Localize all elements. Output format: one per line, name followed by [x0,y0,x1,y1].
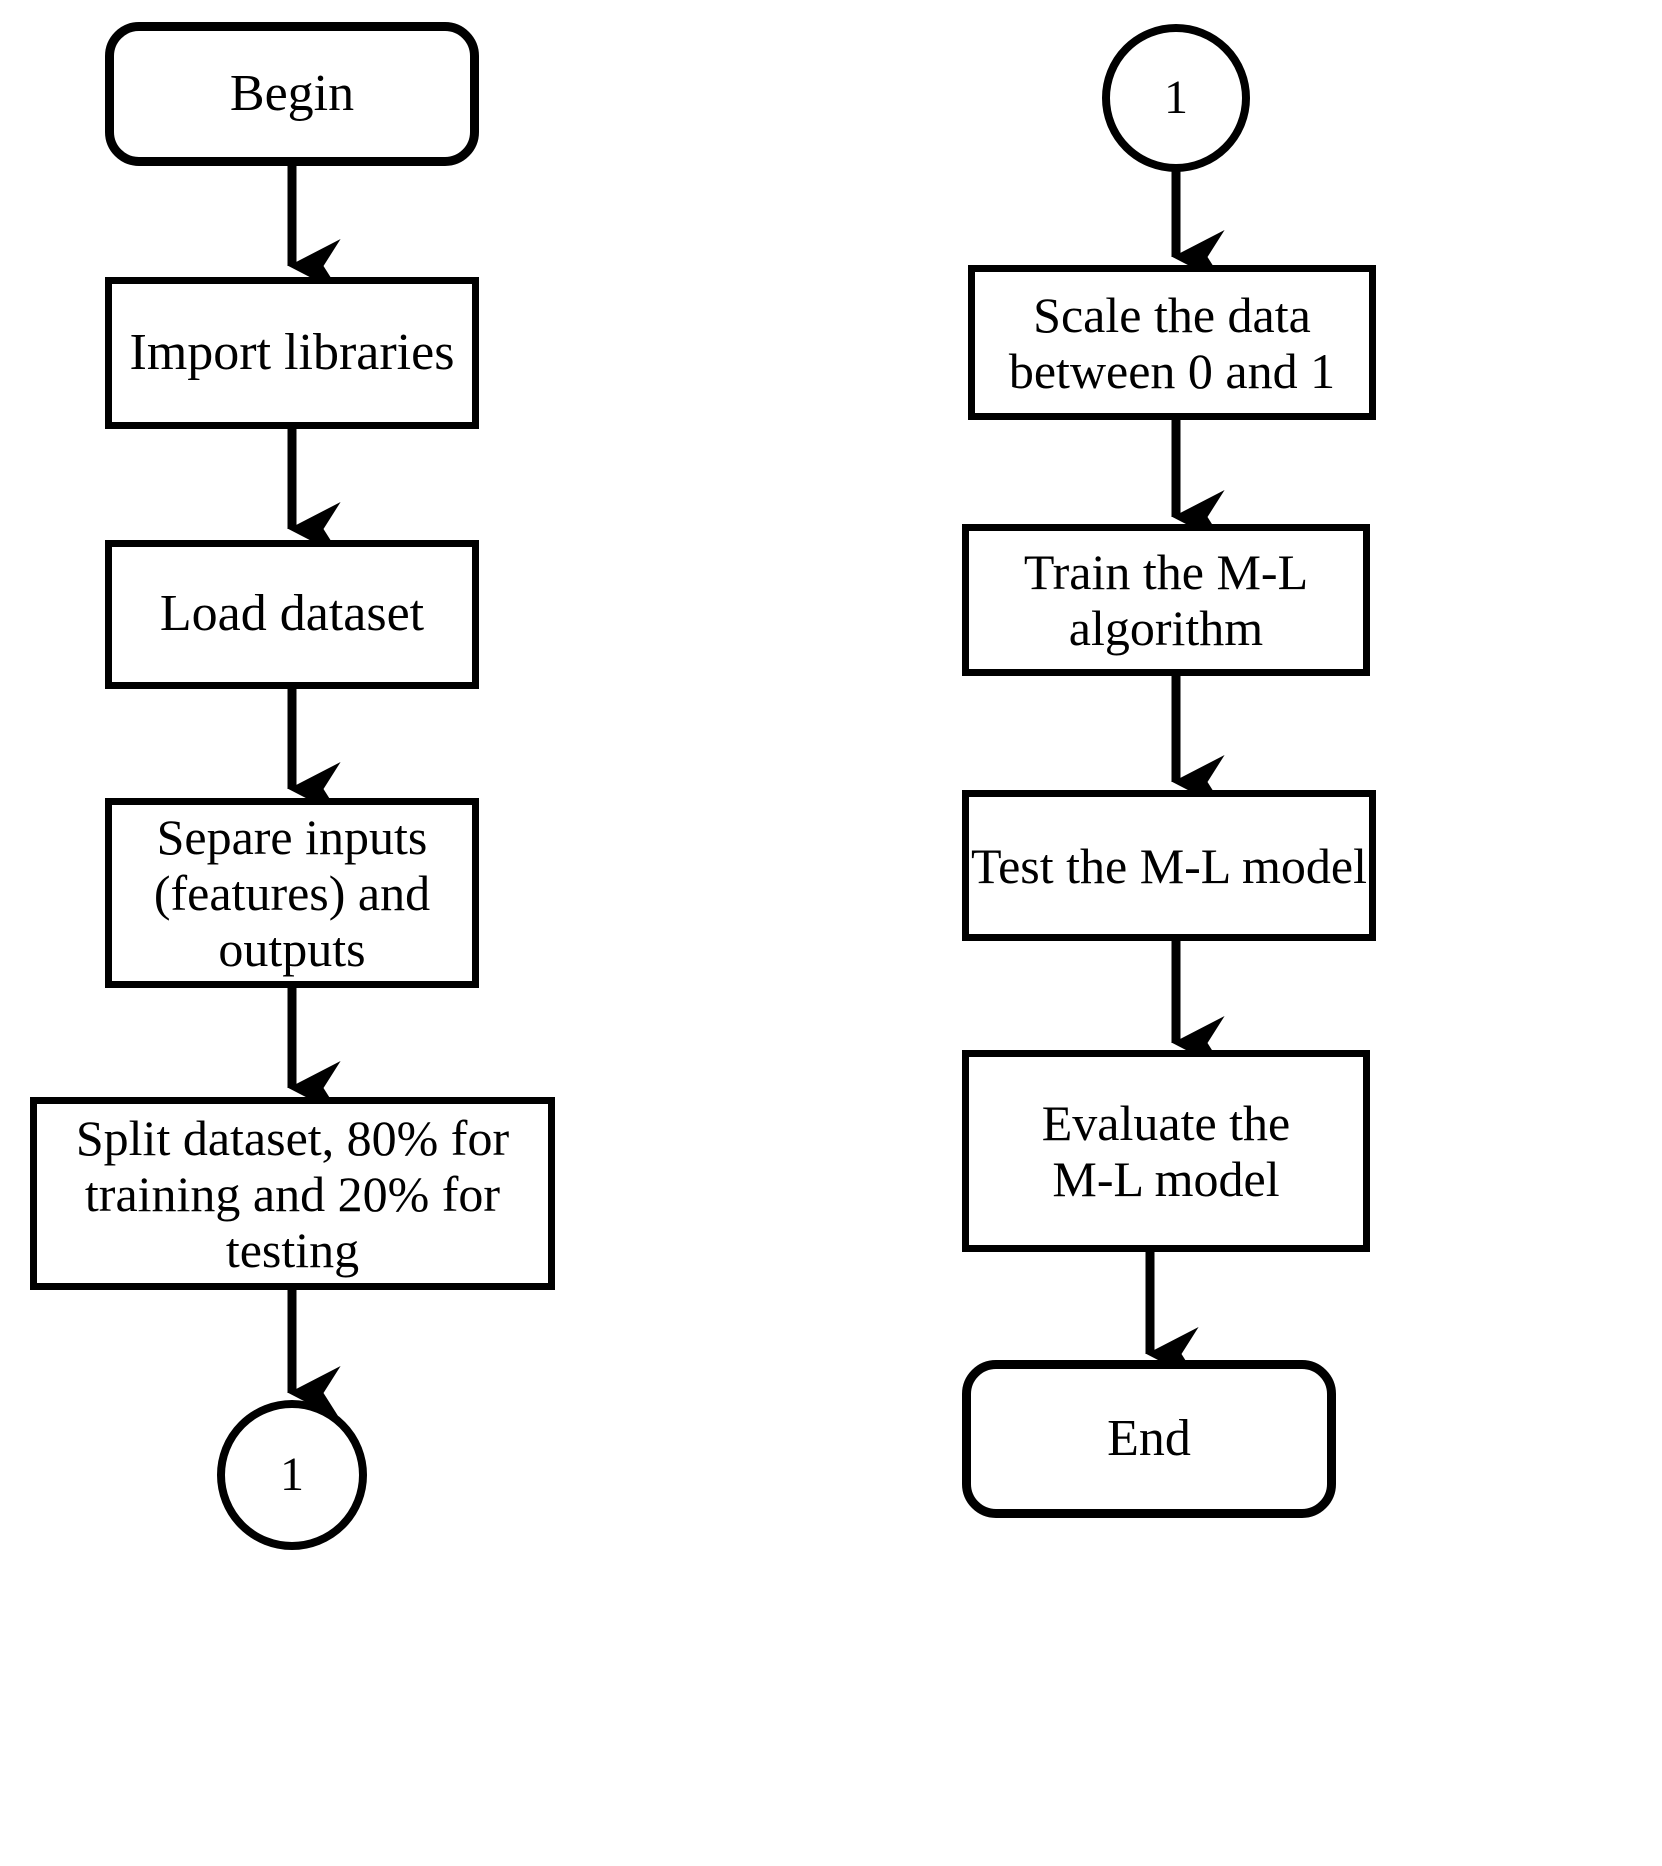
node-separe-inputs-outputs[interactable]: Separe inputs (features) and outputs [105,798,479,988]
node-separe-inputs-outputs-label: Separe inputs (features) and outputs [153,809,431,977]
node-split-dataset-label: Split dataset, 80% for training and 20% … [75,1109,510,1278]
node-begin[interactable]: Begin [105,22,479,166]
node-scale-data-label: Scale the data between 0 and 1 [1008,286,1336,399]
connector-in-1-label: 1 [1164,71,1188,125]
node-import-libraries[interactable]: Import libraries [105,277,479,429]
node-load-dataset-label: Load dataset [159,585,425,643]
connector-in-1[interactable]: 1 [1102,24,1250,172]
node-evaluate-ml-model[interactable]: Evaluate the M-L model [962,1050,1370,1252]
node-end[interactable]: End [962,1360,1336,1518]
connector-out-1-label: 1 [280,1448,304,1502]
node-evaluate-ml-model-label: Evaluate the M-L model [1041,1095,1291,1207]
connector-out-1[interactable]: 1 [217,1400,367,1550]
node-train-ml-algorithm-label: Train the M-L algorithm [1023,544,1309,656]
node-train-ml-algorithm[interactable]: Train the M-L algorithm [962,524,1370,676]
node-begin-label: Begin [229,64,355,122]
node-load-dataset[interactable]: Load dataset [105,540,479,689]
node-split-dataset[interactable]: Split dataset, 80% for training and 20% … [30,1097,555,1290]
node-import-libraries-label: Import libraries [129,323,455,381]
node-scale-data[interactable]: Scale the data between 0 and 1 [968,265,1376,420]
node-test-ml-model[interactable]: Test the M-L model [962,790,1376,941]
node-test-ml-model-label: Test the M-L model [971,837,1367,894]
node-end-label: End [1107,1409,1191,1467]
